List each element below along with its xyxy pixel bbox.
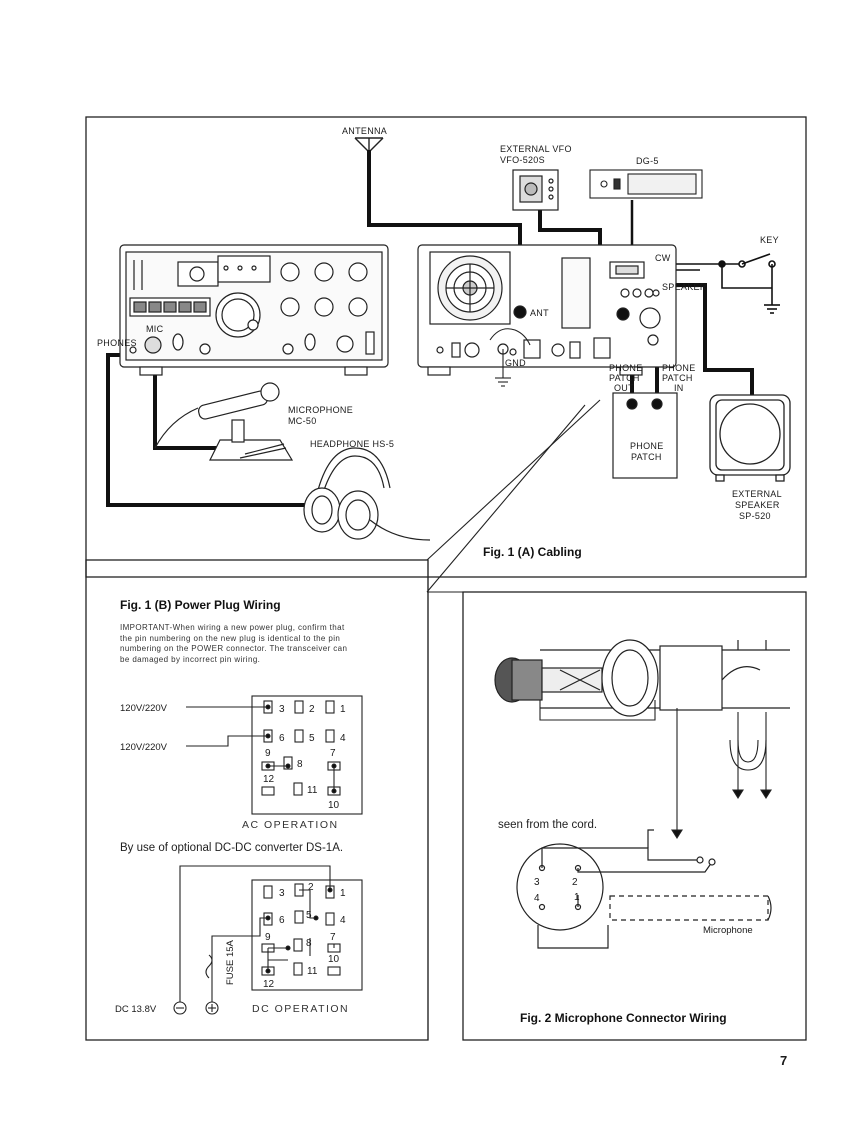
ac-pin-3: 3	[279, 704, 285, 715]
fig1a-caption: Fig. 1 (A) Cabling	[483, 545, 582, 559]
fig1b-caption: Fig. 1 (B) Power Plug Wiring	[120, 598, 281, 612]
dc-pin-10: 10	[328, 954, 340, 965]
headphone-label: HEADPHONE HS-5	[310, 439, 394, 449]
gnd-label: GND	[505, 358, 526, 368]
mic-label: MIC	[146, 324, 164, 334]
phones-label: PHONES	[97, 338, 137, 348]
dc-pin-7: 7	[330, 932, 336, 943]
mic-pin-4: 4	[534, 893, 540, 904]
phone-patch-box	[612, 392, 678, 479]
ext-vfo-label-2: VFO-520S	[500, 155, 545, 165]
ac-pin-1: 1	[340, 704, 346, 715]
ext-spk-label-2: SPEAKER	[735, 500, 780, 510]
mic-pin-3: 3	[534, 877, 540, 888]
speaker-label: SPEAKER	[662, 282, 707, 292]
ac-pin-5: 5	[309, 733, 315, 744]
dc-pin-12: 12	[263, 979, 275, 990]
ac-pin-10: 10	[328, 800, 340, 811]
phones-cable	[106, 353, 305, 507]
dc-pin-5: 5	[306, 910, 312, 921]
ext-vfo-label-1: EXTERNAL VFO	[500, 144, 572, 154]
external-speaker	[709, 394, 791, 482]
seen-from-cord: seen from the cord.	[498, 819, 597, 831]
antenna-label: ANTENNA	[342, 126, 387, 136]
ext-spk-label-3: SP-520	[739, 511, 771, 521]
phone-patch-label-2: PATCH	[631, 452, 662, 462]
dc-voltage-label: DC 13.8V	[115, 1004, 157, 1015]
dc-pin-6: 6	[279, 915, 285, 926]
ac-operation-label: AC OPERATION	[242, 819, 339, 831]
ac-pin-12: 12	[263, 774, 275, 785]
dc-pin-2: 2	[308, 882, 314, 893]
dc-pin-9: 9	[265, 932, 271, 943]
transceiver-front	[119, 244, 389, 376]
headphone-hs5	[303, 447, 431, 541]
pp-out-label-2: PATCH	[609, 373, 640, 383]
ac-pin-2: 2	[309, 704, 315, 715]
pp-in-label-2: PATCH	[662, 373, 693, 383]
ac-pin-11: 11	[307, 785, 318, 796]
dc-operation-label: DC OPERATION	[252, 1003, 349, 1015]
fuse-label: FUSE 15A	[225, 939, 236, 985]
dc-pin-4: 4	[340, 915, 346, 926]
dg5-label: DG-5	[636, 156, 659, 166]
pp-in-label-1: PHONE	[662, 363, 696, 373]
cw-label: CW	[655, 253, 671, 263]
ac-voltage-label-2: 120V/220V	[120, 742, 168, 753]
dg5-unit	[589, 169, 703, 199]
connector-side-view	[494, 639, 790, 717]
key-wiring	[660, 253, 780, 314]
ac-pin-9: 9	[265, 748, 271, 759]
ac-pin-6: 6	[279, 733, 285, 744]
ext-spk-label-1: EXTERNAL	[732, 489, 782, 499]
speaker-cable	[660, 283, 754, 395]
gnd-wiring	[489, 328, 531, 387]
ac-pin-4: 4	[340, 733, 346, 744]
transceiver-rear	[417, 244, 677, 376]
dc-pin-3: 3	[279, 888, 285, 899]
ac-voltage-label-1: 120V/220V	[120, 703, 168, 714]
microphone-mc50	[154, 382, 294, 461]
microphone-cable-label: Microphone	[703, 925, 753, 936]
pp-in-label-3: IN	[674, 383, 684, 393]
ac-pin-8: 8	[297, 759, 303, 770]
microphone-label-2: MC-50	[288, 416, 317, 426]
microphone-label-1: MICROPHONE	[288, 405, 353, 415]
antenna-symbol	[354, 137, 384, 153]
pp-out-label-1: PHONE	[609, 363, 643, 373]
mic-pin-2: 2	[572, 877, 578, 888]
ac-pin-7: 7	[330, 748, 336, 759]
phone-patch-label-1: PHONE	[630, 441, 664, 451]
important-note: IMPORTANT-When wiring a new power plug, …	[120, 623, 348, 664]
callout-lines	[86, 399, 601, 1040]
connector-pin-face	[516, 829, 772, 949]
dc-option-text: By use of optional DC-DC converter DS-1A…	[120, 842, 343, 854]
key-label: KEY	[760, 235, 779, 245]
dc-pin-8: 8	[306, 938, 312, 949]
external-vfo	[512, 169, 559, 211]
ant-label: ANT	[530, 308, 549, 318]
dc-pin-1: 1	[340, 888, 346, 899]
dc-pin-11: 11	[307, 966, 318, 977]
page-number: 7	[780, 1053, 788, 1068]
mic-pin-1: 1	[574, 892, 580, 903]
pp-out-label-3: OUT	[614, 383, 634, 393]
fig2-caption: Fig. 2 Microphone Connector Wiring	[520, 1011, 727, 1025]
dc-terminals	[173, 1001, 219, 1015]
